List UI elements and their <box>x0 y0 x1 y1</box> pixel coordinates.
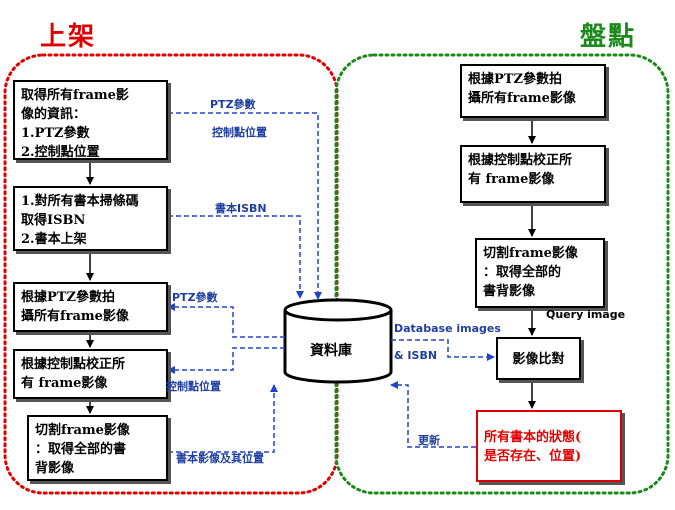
left-box-scan-isbn: 1.對所有書本掃條碼 取得ISBN 2.書本上架 <box>13 186 168 251</box>
label-and-isbn: & ISBN <box>394 349 438 362</box>
label-ptz-top: PTZ參數 <box>210 98 256 111</box>
label-db-images: Database images <box>394 322 501 335</box>
label-ptz-mid: PTZ參數 <box>172 291 218 304</box>
right-box-segment: 切割frame影像 ：取得全部的 書背影像 <box>475 238 605 308</box>
ptz-ctrl-to-db-arrow <box>168 112 322 300</box>
right-box-capture: 根據PTZ參數拍 攝所有frame影像 <box>460 64 606 118</box>
right-box-correct: 根據控制點校正所 有 frame影像 <box>460 145 606 203</box>
label-query-image: Query image <box>546 308 626 321</box>
label-ctrl-mid: 控制點位置 <box>166 380 221 393</box>
update-to-db-arrow <box>390 381 476 448</box>
db-to-match-arrow <box>391 339 495 361</box>
right-box-match: 影像比對 <box>496 337 581 380</box>
label-book-images: 書本影像及其位置 <box>176 452 264 465</box>
database-cylinder <box>283 298 393 384</box>
label-update: 更新 <box>418 434 440 447</box>
right-box-status: 所有書本的狀態( 是否存在、位置) <box>476 410 622 482</box>
book-images-to-db-arrow <box>168 384 278 453</box>
label-ctrl-top: 控制點位置 <box>212 126 267 139</box>
db-to-ctrl-arrow <box>167 347 285 374</box>
right-region-outline <box>334 53 670 495</box>
left-box-segment: 切割frame影像 ：取得全部的書 背影像 <box>27 415 168 481</box>
database-label: 資料庫 <box>310 343 352 359</box>
left-region-outline <box>3 53 339 495</box>
label-isbn: 書本ISBN <box>215 202 267 215</box>
right-title: 盤點 <box>580 22 637 52</box>
left-box-capture: 根據PTZ參數拍 攝所有frame影像 <box>13 282 168 332</box>
left-box-frame-info: 取得所有frame影 像的資訊： 1.PTZ參數 2.控制點位置 <box>13 80 168 160</box>
isbn-to-db-arrow <box>168 215 304 299</box>
db-to-ptz-arrow <box>167 303 285 338</box>
left-title: 上架 <box>40 22 97 52</box>
left-box-correct: 根據控制點校正所 有 frame影像 <box>13 349 168 399</box>
